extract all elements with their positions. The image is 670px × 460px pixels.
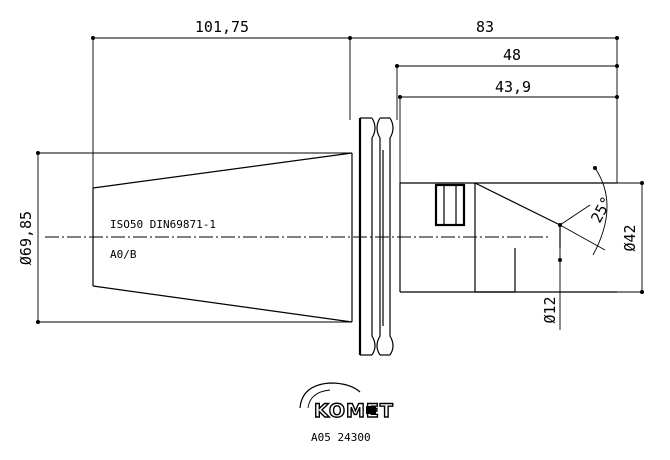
article-number: A05 24300	[311, 431, 371, 444]
dimension-diameter-pilot-label: Ø12	[541, 296, 559, 323]
dimension-length-cone-label: 101,75	[195, 18, 249, 36]
dimension-diameter-pilot: Ø12	[541, 223, 562, 330]
flange	[358, 117, 394, 356]
dimension-length-bore-inner-label: 43,9	[495, 78, 531, 96]
standard-label: ISO50 DIN69871-1	[110, 218, 216, 231]
cross-bore	[434, 183, 466, 227]
dimension-length-cone: 101,75	[91, 18, 352, 190]
dimension-length-right-label: 83	[476, 18, 494, 36]
komet-logo: KOMET	[299, 382, 394, 423]
dimension-length-right: 83	[350, 18, 619, 183]
dimension-length-bore: 48	[395, 46, 619, 120]
dimension-angle: 25°	[559, 166, 616, 256]
dimension-length-bore-label: 48	[503, 46, 521, 64]
dimension-length-bore-inner: 43,9	[398, 78, 619, 185]
komet-logo-text: KOMET	[314, 400, 394, 422]
taper-body	[92, 152, 353, 323]
dimension-diameter-front-label: Ø42	[621, 224, 639, 251]
dimension-angle-label: 25°	[587, 193, 616, 225]
dimension-diameter-flange: Ø69,85	[17, 151, 352, 324]
logo-mark	[366, 406, 376, 414]
dimension-diameter-flange-label: Ø69,85	[17, 211, 35, 265]
nose-body	[399, 182, 617, 293]
form-label: A0/B	[110, 248, 137, 261]
dimension-diameter-front: Ø42	[617, 181, 644, 294]
